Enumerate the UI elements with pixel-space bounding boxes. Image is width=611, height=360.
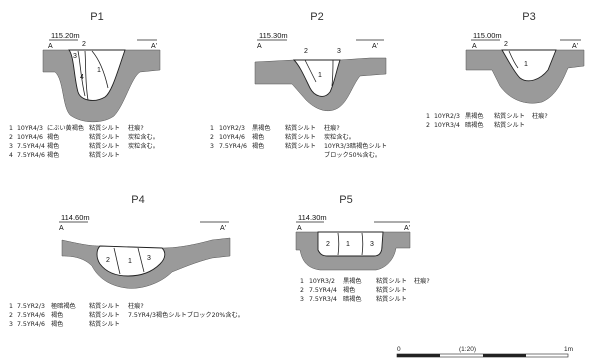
section-end-a-prime: A' bbox=[372, 43, 378, 50]
scale-end-label: 1m bbox=[564, 346, 573, 353]
layer-boundary bbox=[331, 59, 334, 87]
section-title: P4 bbox=[131, 194, 144, 206]
layer-boundary bbox=[508, 50, 519, 69]
scale-start-label: 0 bbox=[397, 346, 401, 353]
layer-number: 1 bbox=[97, 67, 101, 74]
layer-boundary bbox=[337, 232, 340, 256]
section-end-a-prime: A' bbox=[572, 43, 578, 50]
legend-row-continuation: ブロック50%含む。 bbox=[324, 151, 381, 159]
layer-number: 3 bbox=[370, 241, 374, 248]
section-end-a-prime: A' bbox=[404, 225, 410, 232]
layer-boundary bbox=[77, 50, 86, 97]
layer-boundary bbox=[113, 247, 121, 275]
layer-number: 1 bbox=[524, 61, 528, 68]
layer-number: 2 bbox=[304, 48, 308, 55]
layer-boundary bbox=[361, 232, 364, 256]
scale-bar: 0 (1:20) 1m bbox=[396, 346, 573, 358]
scale-bar-segment bbox=[483, 354, 526, 357]
section-title: P5 bbox=[339, 194, 352, 206]
layer-number: 1 bbox=[346, 241, 350, 248]
section-title: P3 bbox=[522, 11, 535, 23]
layer-number: 2 bbox=[82, 41, 86, 48]
datum-elevation: 115.20m bbox=[51, 31, 80, 40]
layer-boundary bbox=[304, 59, 317, 83]
pit-outline bbox=[96, 245, 166, 277]
layer-number: 2 bbox=[326, 241, 330, 248]
scale-ratio-label: (1:20) bbox=[459, 346, 476, 353]
section-end-a-prime: A' bbox=[151, 43, 157, 50]
scale-bar-segment bbox=[397, 354, 440, 357]
pit-outline bbox=[501, 49, 557, 82]
layer-number: 2 bbox=[504, 41, 508, 48]
datum-elevation: 115.30m bbox=[259, 31, 288, 40]
layer-number: 3 bbox=[73, 53, 77, 60]
section-end-a: A bbox=[472, 43, 477, 50]
layer-number: 4 bbox=[80, 74, 84, 81]
section-title: P2 bbox=[310, 11, 323, 23]
layer-boundary bbox=[137, 247, 145, 273]
section-end-a: A bbox=[59, 225, 64, 232]
datum-elevation: 114.30m bbox=[298, 213, 327, 222]
pit-outline bbox=[317, 231, 384, 257]
layer-number: 3 bbox=[337, 48, 341, 55]
datum-elevation: 114.60m bbox=[61, 213, 90, 222]
section-end-a: A bbox=[297, 225, 302, 232]
layer-number: 2 bbox=[106, 257, 110, 264]
section-title: P1 bbox=[90, 11, 103, 23]
section-end-a-prime: A' bbox=[220, 225, 226, 232]
layer-number: 1 bbox=[128, 258, 132, 265]
layer-number: 1 bbox=[318, 72, 322, 79]
pit-outline bbox=[292, 59, 341, 97]
section-end-a: A bbox=[48, 43, 53, 50]
layer-number: 3 bbox=[147, 255, 151, 262]
section-end-a: A bbox=[257, 43, 262, 50]
datum-elevation: 115.00m bbox=[473, 31, 502, 40]
layer-boundary bbox=[91, 50, 109, 89]
layer-boundary bbox=[84, 50, 89, 101]
